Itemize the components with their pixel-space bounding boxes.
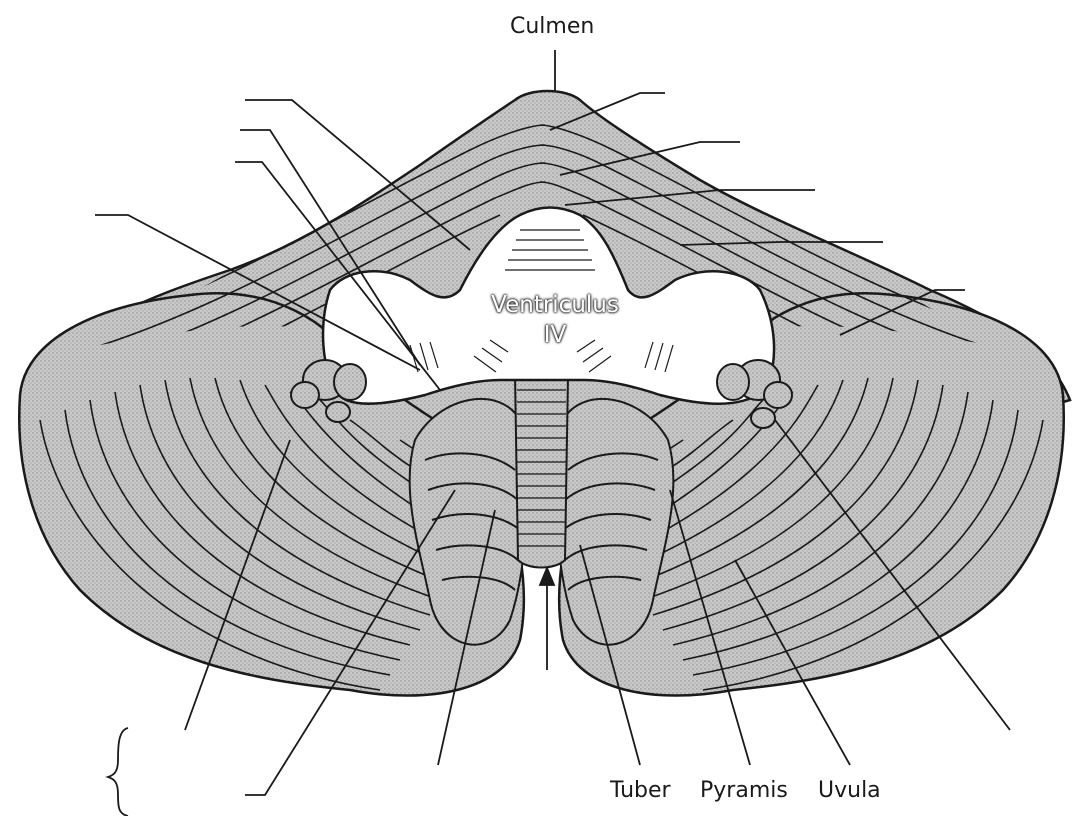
label-pyramis: Pyramis: [700, 778, 788, 803]
label-ventriculus: Ventriculus IV: [490, 290, 620, 350]
label-culmen: Culmen: [510, 14, 594, 39]
brace: [108, 728, 128, 816]
leader-arrow-head: [540, 568, 554, 585]
label-ventriculus-line1: Ventriculus: [490, 290, 620, 320]
label-ventriculus-line2: IV: [490, 320, 620, 350]
label-uvula: Uvula: [818, 778, 881, 803]
label-tuber: Tuber: [610, 778, 671, 803]
vermis: [515, 375, 568, 568]
